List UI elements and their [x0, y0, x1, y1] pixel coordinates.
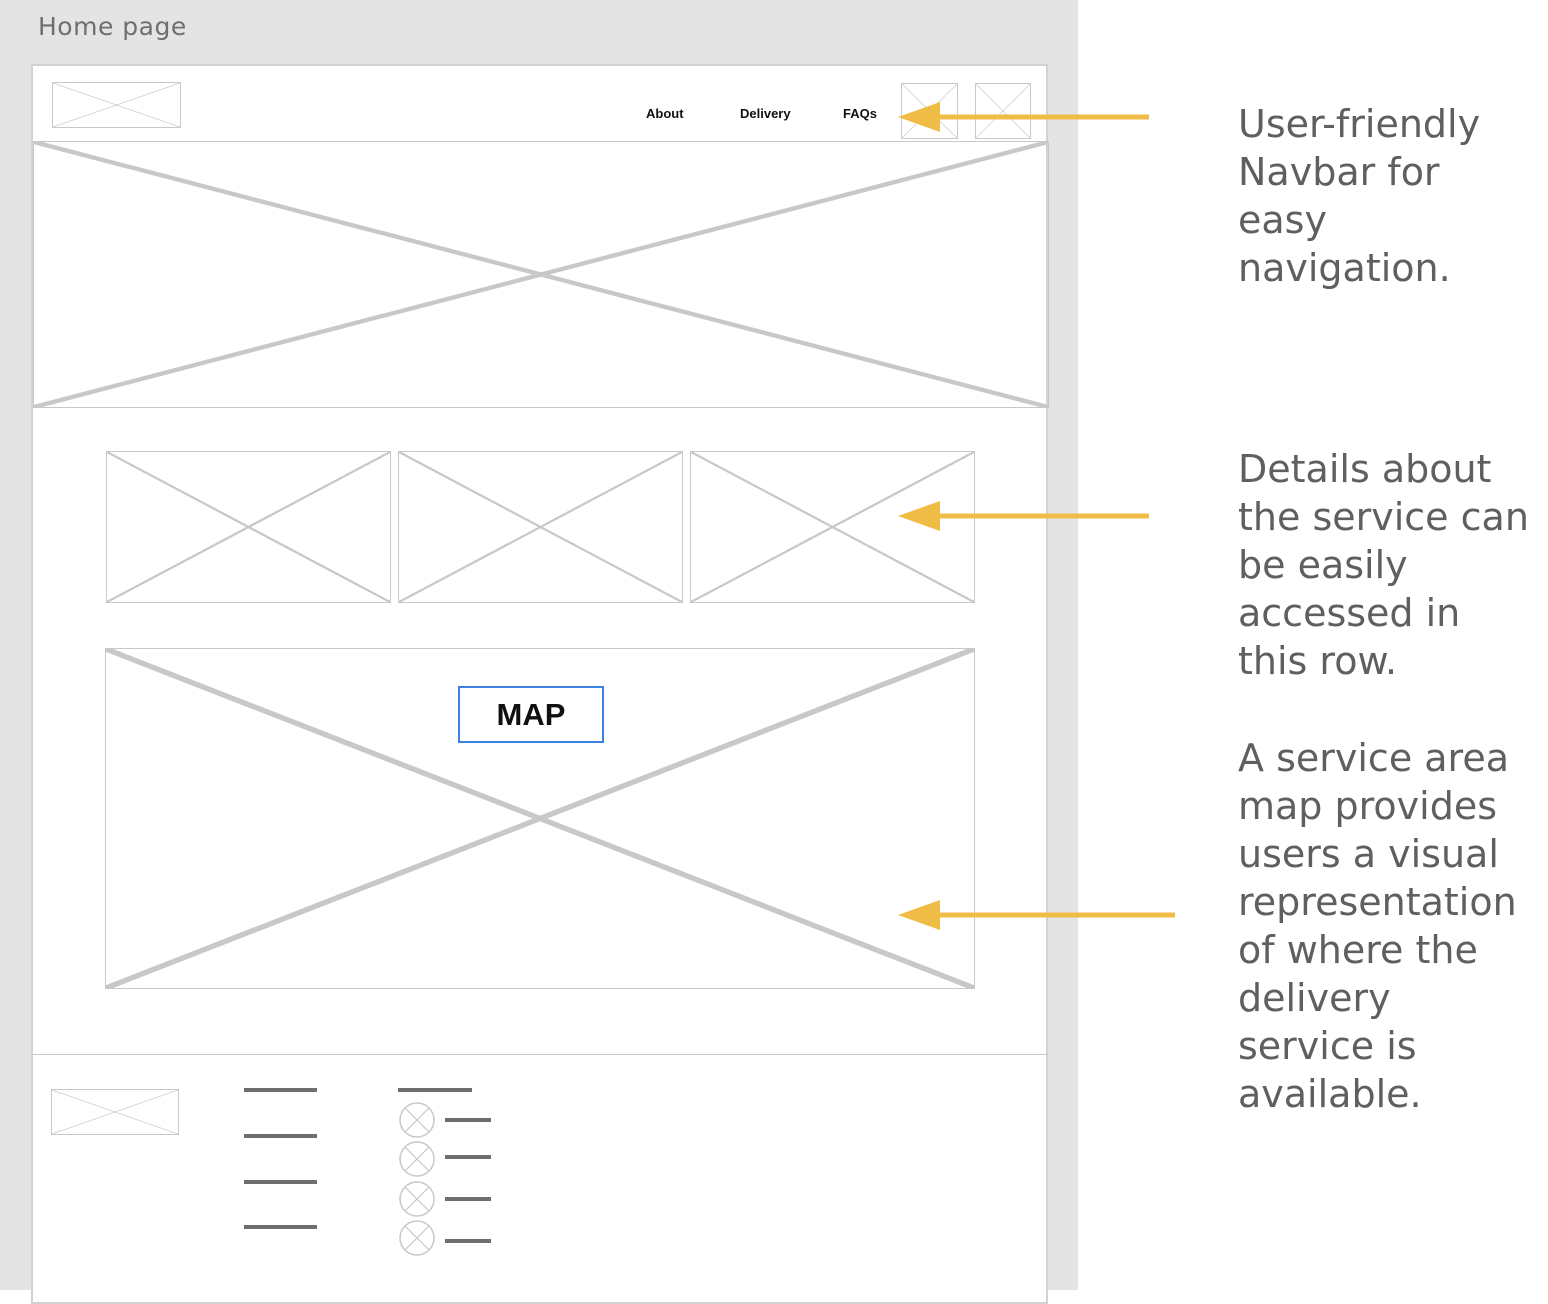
- social-icon-placeholder[interactable]: [399, 1102, 435, 1138]
- social-link-line[interactable]: [445, 1118, 491, 1122]
- logo-placeholder: [52, 82, 181, 128]
- annotation-map: A service area map provides users a visu…: [1238, 736, 1517, 1116]
- social-icon-placeholder[interactable]: [399, 1220, 435, 1256]
- footer-divider: [33, 1054, 1049, 1055]
- footer-social-heading-line: [398, 1088, 472, 1092]
- social-icon-placeholder[interactable]: [399, 1181, 435, 1217]
- footer-link-line[interactable]: [244, 1180, 317, 1184]
- social-link-line[interactable]: [445, 1197, 491, 1201]
- frame-title: Home page: [38, 12, 187, 41]
- annotation-service-row: Details about the service can be easily …: [1238, 447, 1529, 683]
- social-icon-placeholder[interactable]: [399, 1141, 435, 1177]
- nav-icon-placeholder[interactable]: [975, 83, 1031, 139]
- service-card-placeholder: [398, 451, 683, 603]
- map-placeholder[interactable]: [105, 648, 975, 989]
- footer-link-line[interactable]: [244, 1088, 317, 1092]
- nav-link-about[interactable]: About: [646, 106, 684, 121]
- footer-logo-placeholder: [51, 1089, 179, 1135]
- annotation-navbar: User-friendly Navbar for easy navigation…: [1238, 102, 1481, 290]
- social-link-line[interactable]: [445, 1239, 491, 1243]
- social-link-line[interactable]: [445, 1155, 491, 1159]
- map-label: MAP: [458, 686, 604, 743]
- hero-image-placeholder: [33, 141, 1049, 408]
- service-card-placeholder: [106, 451, 391, 603]
- service-card-placeholder: [690, 451, 975, 603]
- nav-link-delivery[interactable]: Delivery: [740, 106, 791, 121]
- nav-link-faqs[interactable]: FAQs: [843, 106, 877, 121]
- footer-link-line[interactable]: [244, 1134, 317, 1138]
- nav-icon-placeholder[interactable]: [901, 83, 958, 139]
- footer-link-line[interactable]: [244, 1225, 317, 1229]
